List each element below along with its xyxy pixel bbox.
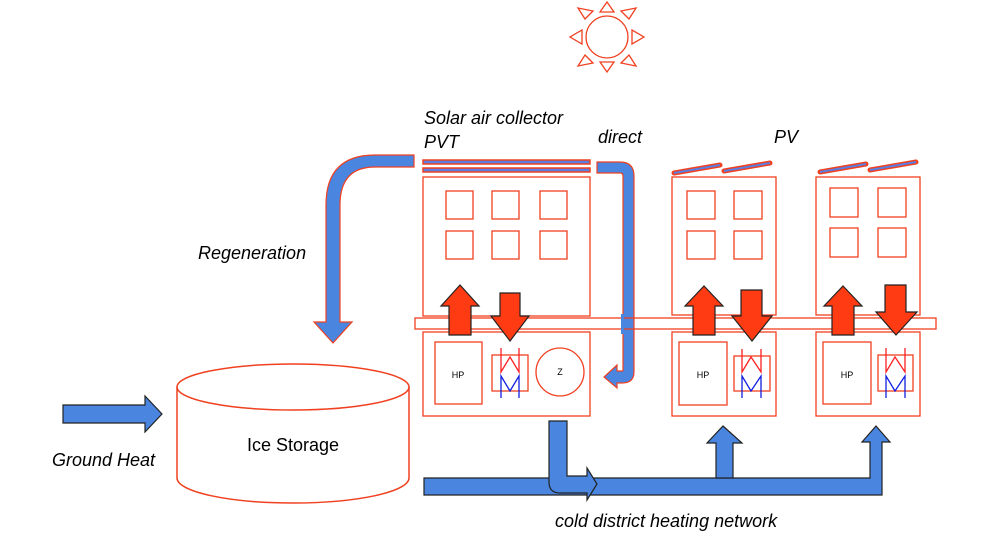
heat-exchanger-icon: [733, 349, 771, 398]
heat-pump-label: HP: [697, 370, 710, 380]
pvt-label: PVT: [424, 132, 461, 152]
direct-arrow: [596, 161, 635, 390]
ground-heat-label: Ground Heat: [52, 450, 156, 470]
building-3: HP: [815, 159, 921, 417]
heat-exchanger-icon: [877, 348, 914, 398]
return-arrow-building-1: [548, 420, 598, 503]
branch-arrow-building-2: [705, 425, 744, 479]
sun-icon: [568, 0, 646, 74]
pv-label: PV: [774, 127, 800, 147]
heat-pump-label: HP: [841, 370, 854, 380]
pvt-collector: [422, 159, 591, 173]
solar-air-collector-label: Solar air collector: [424, 108, 564, 128]
ice-storage-label: Ice Storage: [247, 435, 339, 455]
regeneration-arrow: [312, 154, 415, 344]
cold-district-heating-network-label: cold district heating network: [555, 511, 778, 531]
building-2: HP: [671, 160, 777, 417]
heat-exchanger-icon: [491, 348, 529, 398]
cold-district-heating-network-pipe: [423, 425, 892, 496]
direct-label: direct: [598, 127, 643, 147]
heat-pump-label: HP: [452, 370, 465, 380]
ice-storage-tank: Ice Storage: [176, 363, 410, 504]
direct-pipe-crossing: [621, 314, 624, 334]
storage-label: Z: [557, 367, 563, 377]
floor-divider: [414, 317, 937, 330]
heat-flow-arrows: [439, 284, 919, 342]
ground-heat-arrow: [62, 394, 163, 434]
regeneration-label: Regeneration: [198, 243, 306, 263]
